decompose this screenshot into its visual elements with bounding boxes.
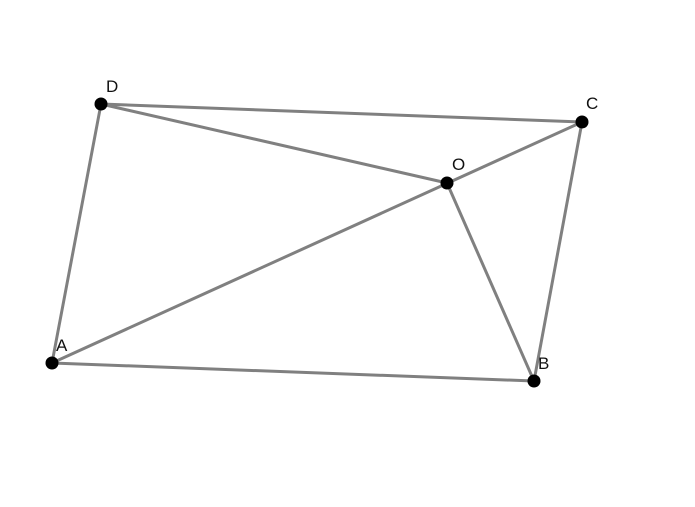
- segment-ac: [50, 120, 584, 365]
- point-b: [527, 374, 541, 388]
- segment-do: [99, 102, 449, 185]
- labels-layer: D C O A B: [56, 77, 598, 373]
- point-c: [575, 115, 589, 129]
- point-label-c: C: [586, 94, 598, 113]
- segments-layer: [50, 102, 584, 383]
- segment-ab: [50, 361, 536, 383]
- point-d: [94, 97, 108, 111]
- point-label-o: O: [452, 155, 465, 174]
- point-label-a: A: [56, 336, 68, 355]
- points-layer: [45, 97, 589, 388]
- point-a: [45, 356, 59, 370]
- point-label-d: D: [106, 77, 118, 96]
- point-o: [440, 176, 454, 190]
- segment-cd: [99, 102, 584, 124]
- segment-da: [50, 102, 103, 365]
- segment-bc: [532, 120, 584, 383]
- segment-ob: [445, 181, 536, 383]
- point-label-b: B: [538, 354, 549, 373]
